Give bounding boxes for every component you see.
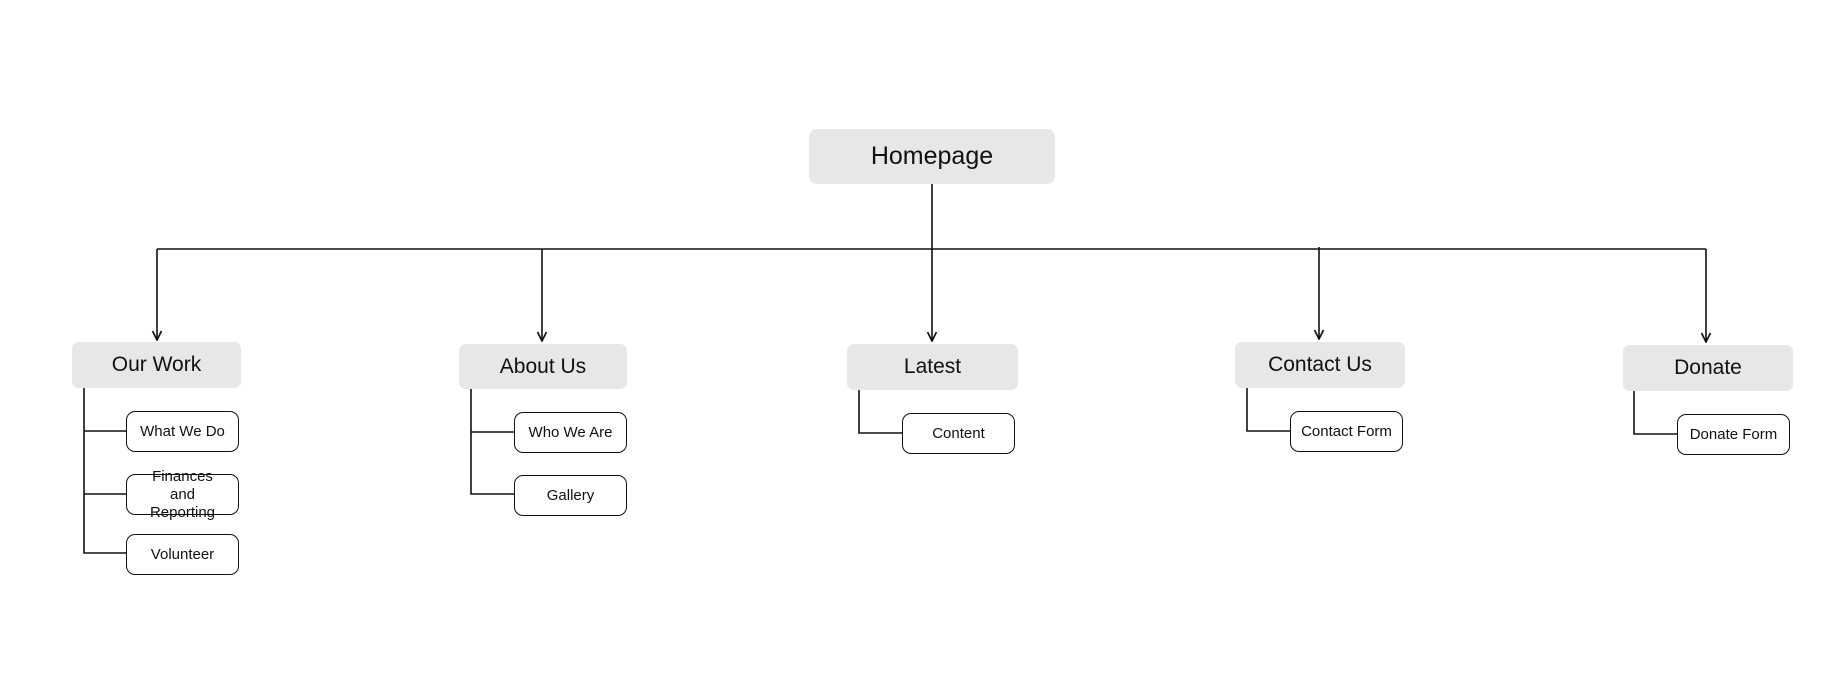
page-contact-form: Contact Form — [1290, 411, 1403, 452]
section-label: About Us — [499, 354, 587, 378]
page-label: Finances and Reporting — [149, 467, 216, 521]
page-who-we-are: Who We Are — [514, 412, 627, 453]
page-label: Volunteer — [150, 545, 215, 563]
connector-contact-us-pages — [1246, 387, 1290, 432]
page-label: Contact Form — [1301, 422, 1392, 440]
page-donate-form: Donate Form — [1677, 414, 1790, 455]
section-donate: Donate — [1623, 345, 1793, 391]
section-label: Our Work — [111, 353, 202, 376]
section-about-us: About Us — [459, 344, 627, 389]
section-latest: Latest — [847, 344, 1018, 390]
section-label: Contact Us — [1268, 353, 1372, 376]
section-label: Donate — [1674, 356, 1742, 379]
section-contact-us: Contact Us — [1235, 342, 1405, 388]
page-label: Content — [932, 424, 985, 442]
page-gallery: Gallery — [514, 475, 627, 516]
page-label: Gallery — [546, 486, 595, 504]
section-our-work: Our Work — [72, 342, 241, 388]
connector-about-us-pages — [470, 388, 514, 495]
page-what-we-do: What We Do — [126, 411, 239, 452]
connector-donate-pages — [1633, 390, 1677, 435]
page-finances-and-reporting: Finances and Reporting — [126, 468, 239, 521]
section-label: Latest — [903, 355, 962, 378]
connector-latest-pages — [858, 389, 902, 434]
page-label: Donate Form — [1689, 425, 1778, 443]
homepage-label: Homepage — [870, 142, 994, 170]
homepage-node: Homepage — [809, 129, 1055, 184]
page-content: Content — [902, 413, 1015, 454]
connector-our-work-pages — [83, 386, 126, 554]
page-label: Who We Are — [528, 423, 613, 441]
page-volunteer: Volunteer — [126, 534, 239, 575]
page-label: What We Do — [140, 422, 225, 440]
